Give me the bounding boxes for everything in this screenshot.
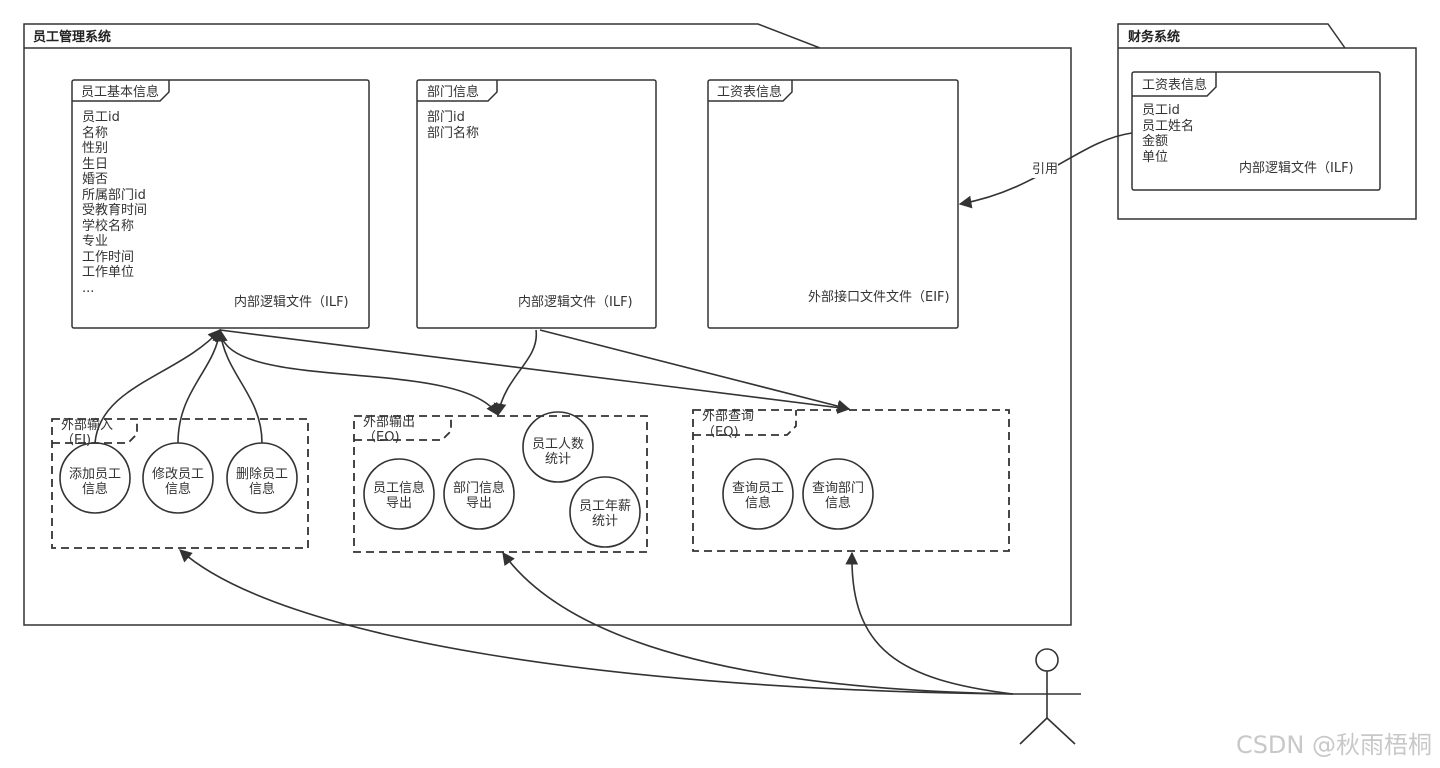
finance-salary-table-box[interactable] [1131, 71, 1381, 191]
finance-system-package[interactable] [1117, 23, 1417, 220]
attribute-item: 部门id [427, 110, 465, 125]
salary-info-box[interactable] [707, 79, 959, 329]
attribute-item: 工作时间 [82, 249, 135, 265]
attribute-item: 性别 [82, 141, 109, 156]
add-to-employee-info-arrow [94, 329, 221, 444]
reference-label: 引用 [1032, 162, 1059, 178]
annual-salary-label: 员工年薪统计 [578, 499, 631, 529]
external-output-title: 外部输出 [363, 415, 416, 430]
employee-info-attributes: 员工id 名称 性别 生日 婚否 所属部门id 受教育时间 学校名称 专业 工作… [82, 110, 147, 296]
employee-count-label: 员工人数统计 [531, 437, 584, 467]
annual-salary-process[interactable] [569, 476, 641, 548]
external-input-subtitle: （EI) [61, 433, 92, 448]
external-input-title: 外部输入 [61, 418, 114, 433]
attribute-item: 部门名称 [427, 125, 480, 141]
export-employee-label: 员工信息导出 [372, 481, 425, 511]
employee-system-package[interactable] [23, 23, 1072, 626]
modify-employee-label: 修改员工信息 [151, 467, 204, 497]
attribute-item: 金额 [1142, 134, 1169, 149]
department-info-box[interactable] [416, 79, 657, 329]
actor-to-input-arrow [179, 549, 1014, 695]
attribute-item: 员工id [82, 110, 120, 125]
export-department-label: 部门信息导出 [452, 481, 505, 511]
external-query-subtitle: （EQ) [702, 425, 739, 440]
attribute-item: 单位 [1142, 149, 1169, 165]
external-output-subtitle: （EO) [363, 430, 400, 445]
attribute-item: 员工姓名 [1142, 118, 1195, 134]
department-info-to-output-arrow [493, 329, 537, 417]
attribute-item: 专业 [82, 234, 109, 249]
modify-to-employee-info-arrow [177, 328, 225, 444]
attribute-item: ... [82, 280, 95, 296]
attribute-item: 婚否 [82, 172, 109, 187]
finance-system-title: 财务系统 [1128, 30, 1181, 45]
department-info-attributes: 部门id 部门名称 [427, 110, 479, 141]
finance-salary-table-attributes: 员工id 员工姓名 金额 单位 [1142, 103, 1194, 165]
attribute-item: 受教育时间 [82, 203, 148, 218]
query-employee-label: 查询员工信息 [731, 481, 784, 511]
salary-info-type-label: 外部接口文件文件（EIF) [808, 290, 950, 305]
watermark: CSDN @秋雨梧桐 [1235, 731, 1432, 759]
actor-to-output-arrow [502, 551, 1014, 695]
employee-info-to-output-arrow [219, 329, 499, 417]
query-department-process[interactable] [802, 458, 874, 530]
delete-to-employee-info-arrow [214, 328, 263, 444]
attribute-item: 工作单位 [82, 265, 135, 280]
employee-system-title: 员工管理系统 [33, 30, 112, 45]
department-info-to-query-arrow [539, 329, 851, 413]
export-employee-process[interactable] [363, 458, 435, 530]
salary-info-title: 工资表信息 [717, 85, 783, 100]
attribute-item: 学校名称 [82, 218, 135, 234]
finance-salary-table-type-label: 内部逻辑文件（ILF) [1239, 161, 1354, 176]
actor-to-query-arrow [845, 551, 1014, 695]
employee-info-type-label: 内部逻辑文件（ILF) [234, 295, 349, 310]
employee-count-process[interactable] [522, 411, 594, 483]
external-query-title: 外部查询 [702, 409, 755, 424]
external-query-group[interactable] [692, 409, 1010, 552]
add-employee-label: 添加员工信息 [68, 467, 121, 497]
finance-salary-table-title: 工资表信息 [1142, 78, 1208, 93]
employee-info-box[interactable] [71, 79, 370, 329]
employee-info-to-query-arrow [219, 329, 851, 414]
export-department-process[interactable] [443, 458, 515, 530]
employee-info-title: 员工基本信息 [81, 85, 160, 100]
attribute-item: 员工id [1142, 103, 1180, 118]
department-info-type-label: 内部逻辑文件（ILF) [518, 295, 633, 310]
delete-employee-label: 删除员工信息 [235, 467, 288, 497]
attribute-item: 生日 [82, 156, 109, 172]
attribute-item: 所属部门id [82, 187, 146, 203]
department-info-title: 部门信息 [427, 85, 480, 100]
user-actor[interactable] [1013, 648, 1081, 745]
external-input-group[interactable] [51, 418, 309, 549]
query-employee-process[interactable] [722, 458, 794, 530]
query-department-label: 查询部门信息 [811, 481, 864, 511]
attribute-item: 名称 [82, 125, 109, 141]
